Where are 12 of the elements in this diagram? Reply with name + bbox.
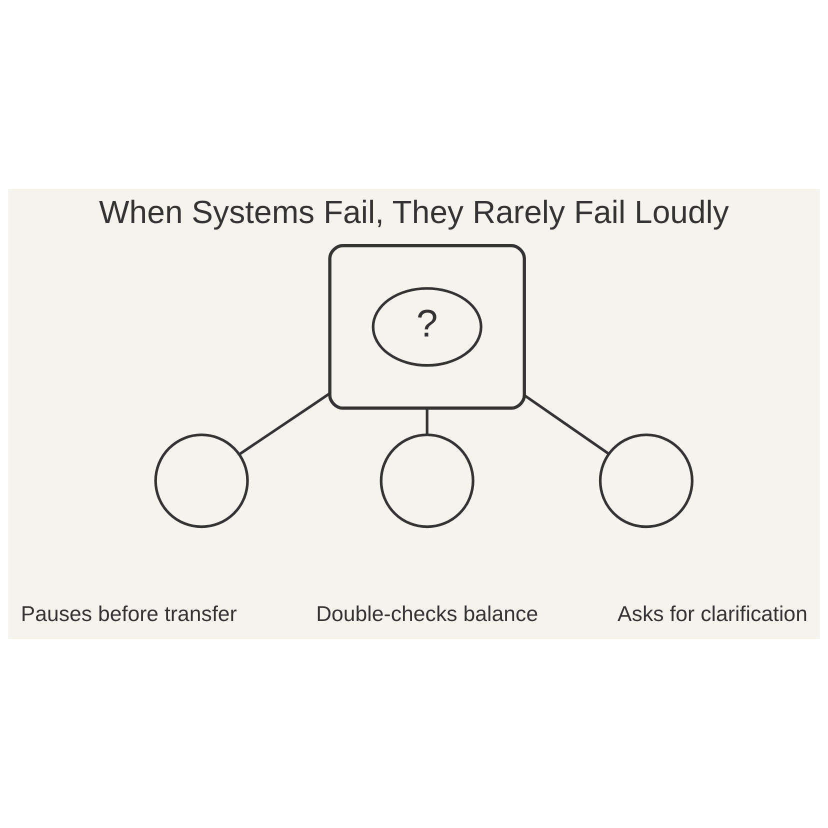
diagram-title: When Systems Fail, They Rarely Fail Loudly (99, 194, 729, 230)
node-person (154, 434, 249, 528)
cluster (328, 244, 526, 410)
connector (238, 392, 331, 456)
node-label: Pauses before transfer (20, 602, 237, 626)
node-person (598, 434, 694, 528)
node-label: Double-checks balance (316, 602, 538, 626)
node-person (380, 434, 474, 528)
node-label: Asks for clarification (618, 602, 808, 626)
node-ellipse: ? (372, 287, 482, 367)
connector (524, 394, 610, 455)
connector (426, 408, 428, 435)
